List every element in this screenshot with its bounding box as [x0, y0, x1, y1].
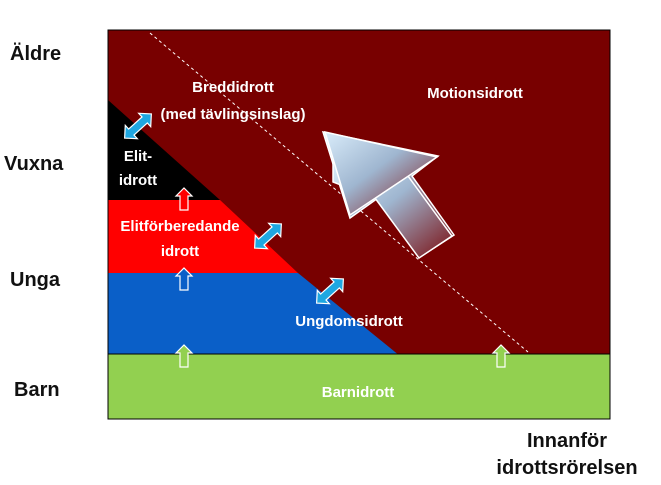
corner-label-line2: idrottsrörelsen: [496, 457, 638, 479]
age-label-vuxna: Vuxna: [4, 153, 64, 175]
diagram-frame: [107, 29, 611, 420]
age-label-barn: Barn: [14, 379, 60, 401]
label-elitidrott-line1: Elit-: [124, 148, 152, 165]
corner-label-line1: Innanför: [527, 430, 607, 452]
label-barnidrott: Barnidrott: [322, 384, 395, 401]
up-arrow-icon-motion: [491, 344, 511, 368]
up-arrow-icon-elitforberedande: [174, 267, 194, 291]
label-elitforberedande-line2: idrott: [161, 243, 199, 260]
up-arrow-icon-elit: [174, 187, 194, 211]
up-arrow-icon-ungdom: [174, 344, 194, 368]
age-label-unga: Unga: [10, 269, 60, 291]
label-ungdomsidrott: Ungdomsidrott: [295, 313, 402, 330]
region-barnidrott: [107, 353, 611, 420]
dashed-diagonal-line: [149, 32, 529, 353]
big-arrow-tip: [323, 130, 439, 217]
label-breddidrott-line2: (med tävlingsinslag): [160, 106, 305, 123]
age-label-aldre: Äldre: [10, 43, 62, 65]
corner-label-innanfor: Innanför idrottsrörelsen: [482, 428, 652, 482]
region-elitforberedande: [108, 200, 298, 273]
double-arrow-icon-ungdom: [315, 277, 345, 305]
region-ungdomsidrott: [108, 273, 400, 356]
double-arrow-icon-elitforberedande: [253, 222, 283, 250]
double-arrow-icon-elit: [123, 112, 153, 140]
label-motionsidrott: Motionsidrott: [427, 85, 523, 102]
label-elitforberedande-line1: Elitförberedande: [120, 218, 239, 235]
label-elitidrott-line2: idrott: [119, 172, 157, 189]
label-breddidrott-line1: Breddidrott: [192, 79, 274, 96]
